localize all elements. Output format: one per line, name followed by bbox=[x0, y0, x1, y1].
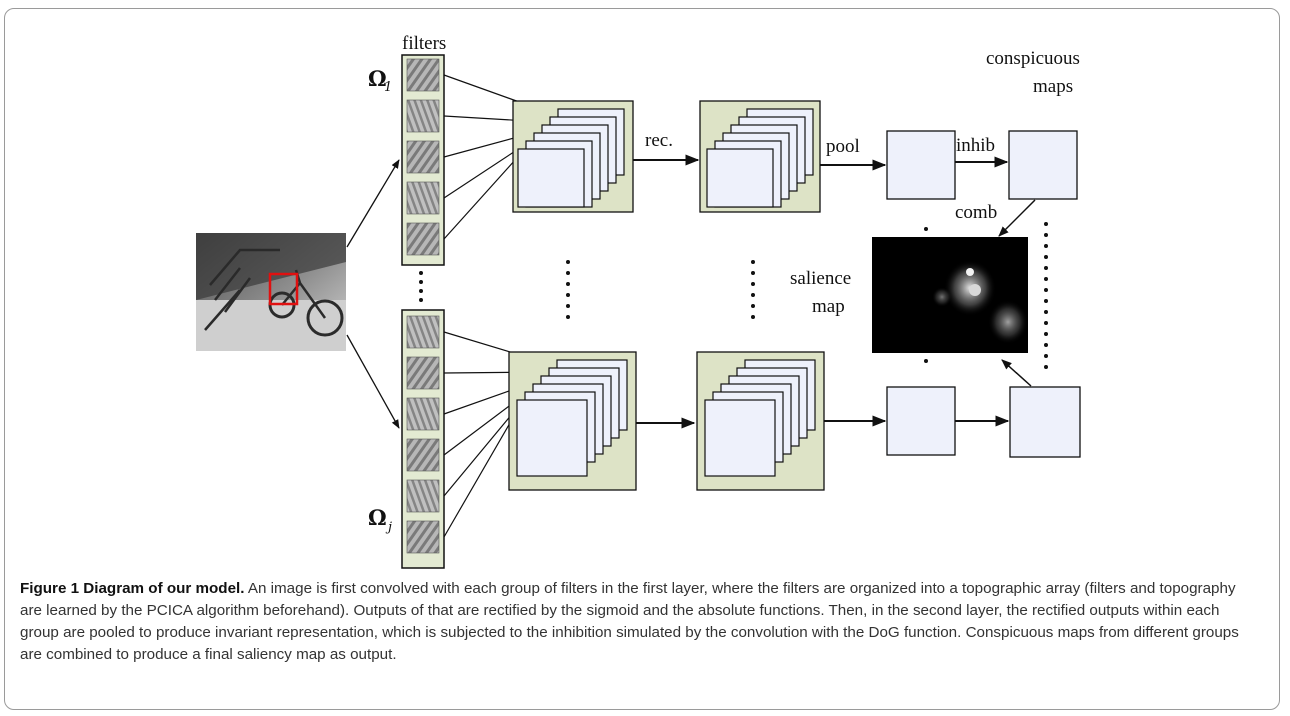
caption-title: Figure 1 Diagram of our model. bbox=[20, 580, 245, 597]
caption-text: An image is first convolved with each gr… bbox=[20, 580, 1239, 663]
pool-label: pool bbox=[826, 136, 860, 157]
comb-arrow-bottom bbox=[1001, 359, 1032, 387]
salience-label-line2: map bbox=[812, 296, 845, 317]
comb-arrow-top bbox=[998, 199, 1036, 237]
conspicuous-label-line1: conspicuous bbox=[986, 48, 1080, 69]
ellipsis-column-conv bbox=[566, 260, 570, 319]
comb-label: comb bbox=[955, 202, 997, 223]
omega-j-label: Ω bbox=[368, 505, 387, 530]
dot-above-map bbox=[924, 227, 928, 231]
omega-j-subscript: j bbox=[385, 520, 392, 535]
ellipsis-column-conspicuous bbox=[1044, 222, 1048, 369]
image-to-top-arrow bbox=[346, 159, 400, 248]
filters-label: filters bbox=[402, 33, 446, 54]
filter-column-bottom bbox=[401, 309, 445, 569]
ellipsis-column-rec bbox=[751, 260, 755, 319]
input-image bbox=[196, 233, 346, 351]
conv-stack-bottom bbox=[508, 351, 637, 491]
rectified-stack-bottom bbox=[696, 351, 825, 491]
model-diagram: filters Ω 1 Ω j bbox=[196, 33, 1081, 569]
conspicuous-label-line2: maps bbox=[1033, 76, 1073, 97]
rectified-stack-top bbox=[699, 100, 821, 213]
omega-1-label: Ω bbox=[368, 66, 387, 91]
salience-label-line1: salience bbox=[790, 268, 851, 289]
conv-stack-top bbox=[512, 100, 634, 213]
rec-label: rec. bbox=[645, 130, 673, 151]
filter-column-ellipsis bbox=[419, 271, 423, 302]
figure-frame bbox=[4, 8, 1280, 710]
dot-below-map bbox=[924, 359, 928, 363]
conspicuous-map-top bbox=[1008, 130, 1078, 200]
figure-caption: Figure 1 Diagram of our model. An image … bbox=[20, 578, 1260, 666]
pooled-map-top bbox=[886, 130, 956, 200]
filter-column-top bbox=[401, 54, 445, 266]
salience-map bbox=[872, 237, 1028, 353]
omega-1-subscript: 1 bbox=[384, 80, 392, 95]
conspicuous-map-bottom bbox=[1009, 386, 1081, 458]
pooled-map-bottom bbox=[886, 386, 956, 456]
inhib-label: inhib bbox=[956, 135, 995, 156]
image-to-bottom-arrow bbox=[346, 334, 400, 429]
